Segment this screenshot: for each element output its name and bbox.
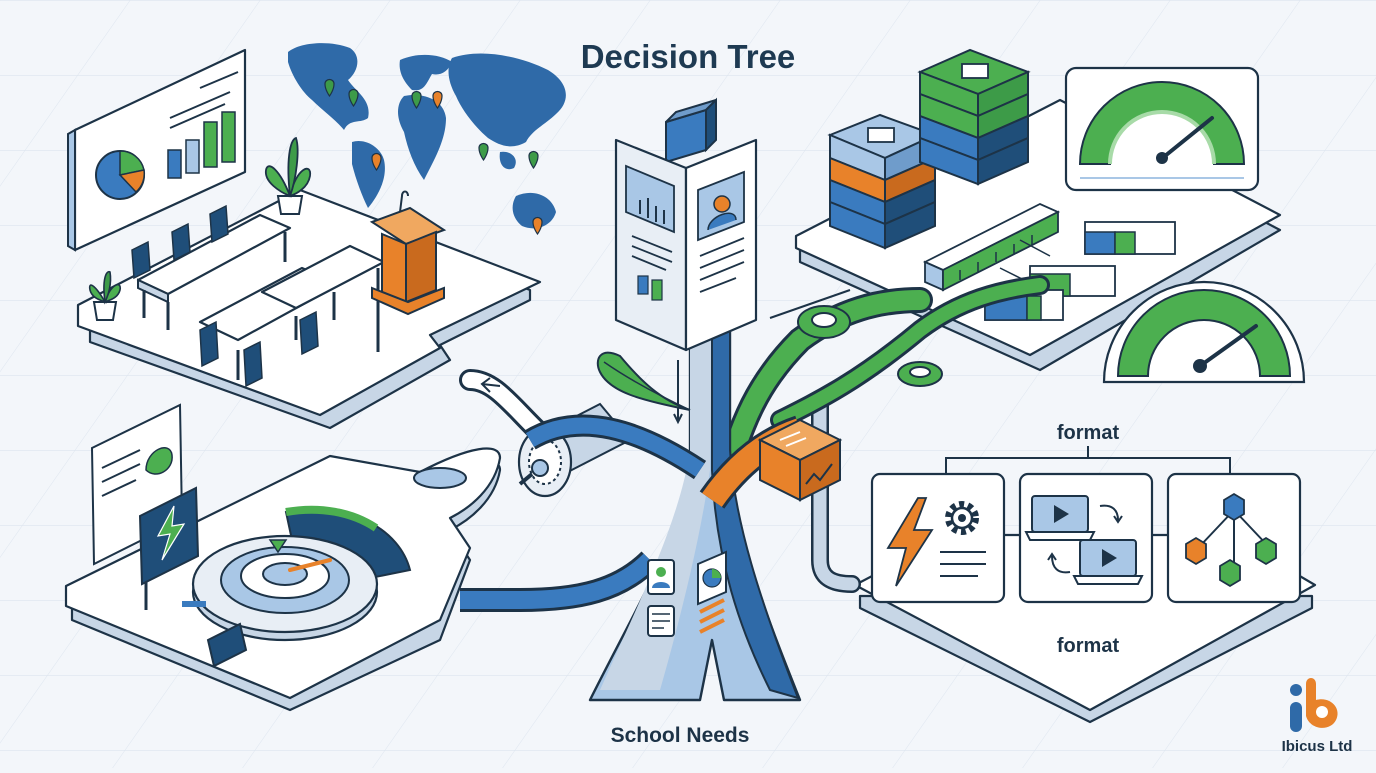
gear-icon <box>945 501 979 535</box>
sync-arrow-icon <box>1047 552 1071 574</box>
company-name: Ibicus Ltd <box>1281 738 1353 755</box>
classroom-icon <box>131 204 386 388</box>
video-laptop-icon <box>1024 495 1096 541</box>
format-connector <box>945 446 1231 474</box>
gauge-icon <box>1102 280 1306 384</box>
analytics-box-icon <box>757 418 843 502</box>
gauge-icon <box>1064 66 1260 192</box>
plant-icon <box>88 271 121 321</box>
format-card-network <box>1166 472 1302 604</box>
dial-icon <box>182 505 412 668</box>
lightning-icon <box>886 497 934 587</box>
network-cubes-icon <box>1185 492 1277 588</box>
sync-arrow-icon <box>1099 504 1123 524</box>
presentation-board-icon <box>67 48 247 252</box>
tree-trunk <box>524 328 806 702</box>
diagram-title: Decision Tree <box>580 38 796 75</box>
profile-badge-icon <box>647 559 675 637</box>
company-logo <box>1290 678 1338 732</box>
format-card-video <box>1018 472 1154 604</box>
branch-label-top: format <box>1056 422 1120 444</box>
format-card-energy <box>870 472 1006 604</box>
pie-badge-icon <box>697 550 727 634</box>
server-stack-icon <box>917 48 1031 186</box>
valve-icon <box>797 305 943 387</box>
leaf-icon <box>596 351 691 411</box>
decision-signboard <box>614 97 758 352</box>
podium-icon <box>369 190 447 316</box>
server-stack-icon <box>827 113 938 250</box>
plant-icon <box>265 136 311 215</box>
world-map-icon <box>288 43 566 236</box>
lightning-icon <box>138 486 200 610</box>
branch-label-bottom: format <box>1056 635 1120 657</box>
video-laptop-icon <box>1072 539 1144 585</box>
root-label: School Needs <box>610 724 750 747</box>
